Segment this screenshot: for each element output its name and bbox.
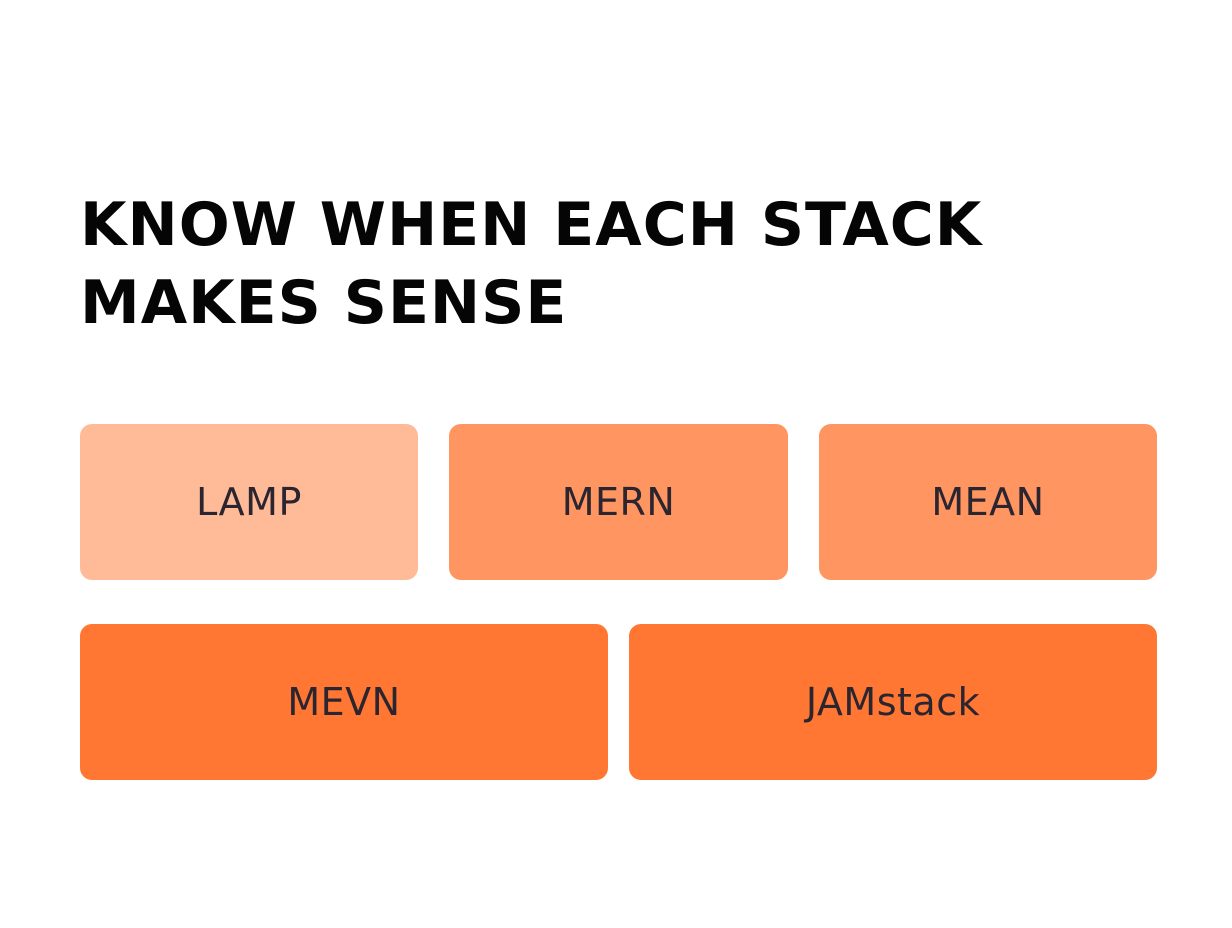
stack-card-mern[interactable]: MERN — [449, 424, 788, 580]
title-line-2: MAKES SENSE — [80, 268, 568, 338]
stack-card-mean[interactable]: MEAN — [819, 424, 1157, 580]
stack-label: LAMP — [196, 480, 302, 524]
page-title: KNOW WHEN EACH STACK MAKES SENSE — [80, 186, 982, 342]
stack-card-mevn[interactable]: MEVN — [80, 624, 608, 780]
stack-card-jamstack[interactable]: JAMstack — [629, 624, 1157, 780]
stack-label: JAMstack — [805, 680, 981, 724]
stack-card-lamp[interactable]: LAMP — [80, 424, 418, 580]
stack-label: MERN — [561, 480, 676, 524]
stack-label: MEAN — [931, 480, 1045, 524]
title-line-1: KNOW WHEN EACH STACK — [80, 190, 983, 260]
stack-label: MEVN — [287, 680, 401, 724]
